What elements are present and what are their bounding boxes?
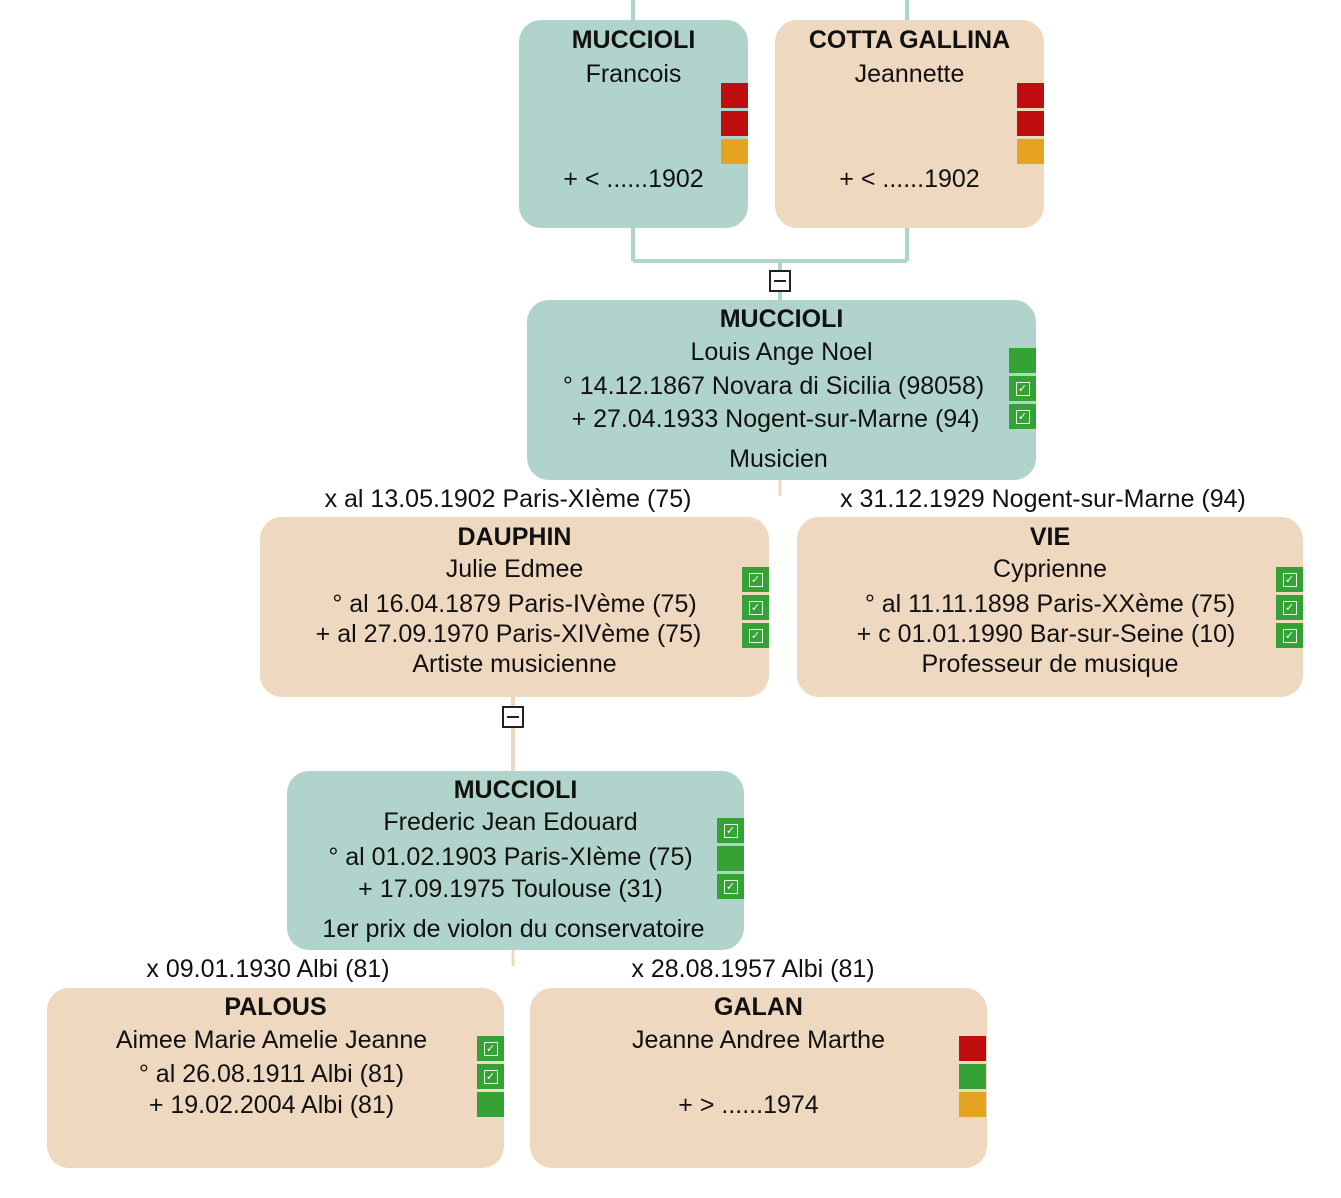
flag-check-icon: ✓ — [477, 1036, 504, 1061]
person-occupation: Musicien — [729, 445, 828, 473]
person-birth: ° al 26.08.1911 Albi (81) — [138, 1060, 405, 1088]
person-card-louis-muccioli[interactable]: MUCCIOLI Louis Ange Noel ° 14.12.1867 No… — [527, 300, 1036, 480]
flag-check-icon: ✓ — [742, 567, 769, 592]
flag-check-icon: ✓ — [1009, 376, 1036, 401]
person-surname: COTTA GALLINA — [808, 26, 1011, 54]
flag-red-icon — [721, 111, 748, 136]
person-death: + < ......1902 — [839, 165, 980, 193]
person-card-jeannette-cotta-gallina[interactable]: COTTA GALLINA Jeannette + < ......1902 — [775, 20, 1044, 228]
person-card-frederic-muccioli[interactable]: MUCCIOLI Frederic Jean Edouard ° al 01.0… — [287, 771, 744, 950]
collapse-toggle-frederic-parents[interactable] — [502, 706, 524, 728]
person-occupation: Professeur de musique — [921, 650, 1179, 678]
flag-red-icon — [1017, 111, 1044, 136]
flag-orange-icon — [959, 1092, 986, 1117]
person-death: + 27.04.1933 Nogent-sur-Marne (94) — [571, 405, 980, 433]
person-occupation: Artiste musicienne — [412, 650, 617, 678]
person-given-name: Cyprienne — [993, 555, 1107, 583]
person-birth: ° al 01.02.1903 Paris-XIème (75) — [328, 843, 693, 871]
person-given-name: Francois — [585, 60, 682, 88]
person-death: + al 27.09.1970 Paris-XIVème (75) — [315, 620, 702, 648]
person-card-francois-muccioli[interactable]: MUCCIOLI Francois + < ......1902 — [519, 20, 748, 228]
flag-orange-icon — [721, 139, 748, 164]
flag-green-icon — [477, 1092, 504, 1117]
person-surname: MUCCIOLI — [571, 26, 696, 54]
flag-check-icon: ✓ — [742, 623, 769, 648]
person-birth: ° 14.12.1867 Novara di Sicilia (98058) — [562, 372, 985, 400]
flag-red-icon — [959, 1036, 986, 1061]
person-card-julie-dauphin[interactable]: DAUPHIN Julie Edmee ° al 16.04.1879 Pari… — [260, 517, 769, 697]
person-card-cyprienne-vie[interactable]: VIE Cyprienne ° al 11.11.1898 Paris-XXèm… — [797, 517, 1303, 697]
flag-check-icon: ✓ — [717, 874, 744, 899]
flag-check-icon: ✓ — [1276, 567, 1303, 592]
person-given-name: Frederic Jean Edouard — [383, 808, 638, 836]
person-surname: MUCCIOLI — [453, 776, 578, 804]
flag-red-icon — [1017, 83, 1044, 108]
flag-red-icon — [721, 83, 748, 108]
person-death: + 19.02.2004 Albi (81) — [148, 1091, 395, 1119]
person-surname: MUCCIOLI — [719, 305, 844, 333]
person-birth: ° al 11.11.1898 Paris-XXème (75) — [864, 590, 1236, 618]
flag-check-icon: ✓ — [1276, 595, 1303, 620]
flag-orange-icon — [1017, 139, 1044, 164]
flag-check-icon: ✓ — [1009, 404, 1036, 429]
person-surname: VIE — [1029, 523, 1071, 551]
marriage-label-frederic-aimee: x 09.01.1930 Albi (81) — [146, 955, 390, 983]
person-birth: ° al 16.04.1879 Paris-IVème (75) — [332, 590, 697, 618]
person-death: + c 01.01.1990 Bar-sur-Seine (10) — [856, 620, 1236, 648]
flag-green-icon — [959, 1064, 986, 1089]
person-given-name: Jeanne Andree Marthe — [632, 1026, 885, 1054]
flag-check-icon: ✓ — [742, 595, 769, 620]
person-surname: GALAN — [714, 993, 803, 1021]
person-card-aimee-palous[interactable]: PALOUS Aimee Marie Amelie Jeanne ° al 26… — [47, 988, 504, 1168]
flag-check-icon: ✓ — [717, 818, 744, 843]
person-surname: DAUPHIN — [457, 523, 572, 551]
person-surname: PALOUS — [224, 993, 327, 1021]
person-given-name: Louis Ange Noel — [690, 338, 873, 366]
person-card-jeanne-galan[interactable]: GALAN Jeanne Andree Marthe + > ......197… — [530, 988, 987, 1168]
flag-green-icon — [1009, 348, 1036, 373]
person-given-name: Aimee Marie Amelie Jeanne — [115, 1026, 428, 1054]
flag-check-icon: ✓ — [477, 1064, 504, 1089]
person-occupation: 1er prix de violon du conservatoire — [322, 915, 705, 943]
person-death: + > ......1974 — [678, 1091, 819, 1119]
person-given-name: Julie Edmee — [445, 555, 584, 583]
marriage-label-louis-julie: x al 13.05.1902 Paris-XIème (75) — [324, 485, 692, 513]
collapse-toggle-louis-parents[interactable] — [769, 270, 791, 292]
person-death: + 17.09.1975 Toulouse (31) — [358, 875, 663, 903]
flag-green-icon — [717, 846, 744, 871]
person-death: + < ......1902 — [563, 165, 704, 193]
flag-check-icon: ✓ — [1276, 623, 1303, 648]
marriage-label-frederic-jeanne: x 28.08.1957 Albi (81) — [631, 955, 875, 983]
person-given-name: Jeannette — [854, 60, 965, 88]
marriage-label-louis-cyprienne: x 31.12.1929 Nogent-sur-Marne (94) — [840, 485, 1246, 513]
